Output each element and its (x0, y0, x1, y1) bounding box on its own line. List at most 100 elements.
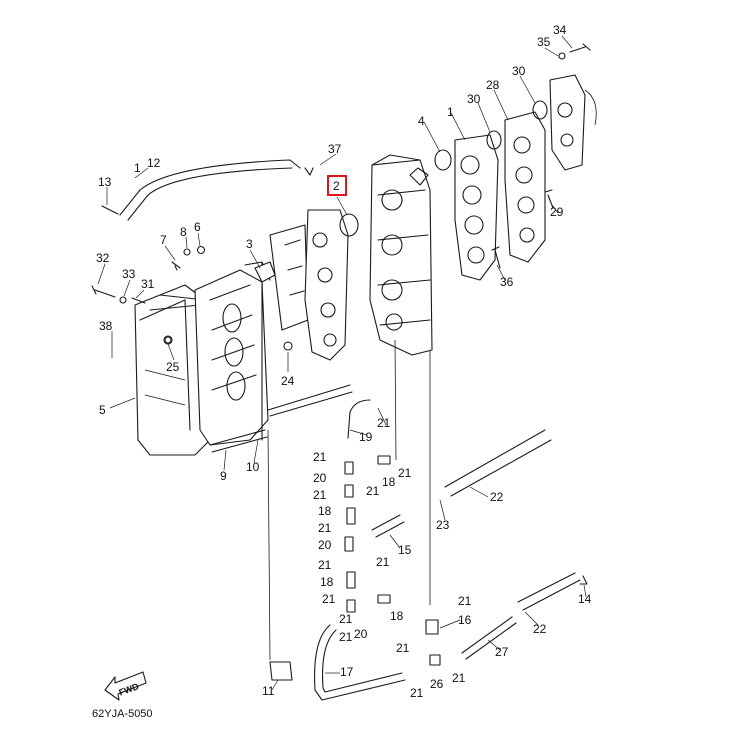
silencer-cover[interactable] (134, 284, 211, 456)
fwd-arrow: FWD (104, 671, 147, 701)
callout-18b: 18 (318, 504, 332, 518)
callout-7: 7 (160, 233, 167, 247)
leader-lines (97, 35, 587, 691)
callout-18d: 18 (390, 609, 404, 623)
callout-21f: 21 (318, 521, 332, 535)
callout-14: 14 (578, 592, 592, 606)
diagram-code: 62YJA-5050 (92, 708, 153, 720)
callout-21g: 21 (318, 558, 332, 572)
fuel-line-vertical (267, 339, 431, 661)
crankcase-flange[interactable] (549, 74, 597, 171)
callout-23: 23 (436, 518, 450, 532)
o-ring-2[interactable] (339, 213, 359, 237)
callout-27: 27 (495, 645, 509, 659)
hose-9[interactable] (209, 429, 268, 453)
o-ring-30b[interactable] (532, 100, 548, 120)
callout-30a: 30 (467, 92, 481, 106)
pin-13[interactable] (101, 205, 119, 215)
hose-12[interactable] (119, 159, 301, 221)
bolt-36[interactable] (491, 246, 501, 269)
callout-31: 31 (141, 277, 155, 291)
hose-15[interactable] (371, 514, 405, 538)
callout-21h: 21 (376, 555, 390, 569)
callout-30b: 30 (512, 64, 526, 78)
callout-21b: 21 (313, 450, 327, 464)
callout-4: 4 (418, 114, 425, 128)
callout-21k: 21 (339, 612, 353, 626)
callout-8: 8 (180, 225, 187, 239)
callout-20c: 20 (354, 627, 368, 641)
callout-21l: 21 (339, 630, 353, 644)
callout-21j: 21 (458, 594, 472, 608)
callout-1b: 1 (447, 105, 454, 119)
callout-10: 10 (246, 460, 260, 474)
screw-29[interactable] (544, 189, 554, 209)
washer-8[interactable] (183, 248, 191, 256)
nut-6[interactable] (196, 245, 206, 255)
callout-21d: 21 (366, 484, 380, 498)
joint-plate[interactable] (269, 224, 309, 331)
o-ring-30a[interactable] (486, 130, 502, 150)
hose-10[interactable] (267, 384, 353, 417)
callout-36: 36 (500, 275, 514, 289)
callout-labels: 1 12 13 7 8 6 3 32 33 31 38 25 5 24 9 10… (96, 23, 592, 700)
o-ring-4[interactable] (434, 149, 452, 171)
callout-28: 28 (486, 78, 500, 92)
callout-33: 33 (122, 267, 136, 281)
callout-18a: 18 (382, 475, 396, 489)
callout-26: 26 (430, 677, 444, 691)
callout-2-highlight[interactable]: 2 (327, 175, 347, 196)
hose-22[interactable] (444, 429, 552, 497)
carburetor-assembly[interactable] (369, 154, 433, 356)
callout-1: 1 (134, 161, 141, 175)
callout-25: 25 (166, 360, 180, 374)
callout-34: 34 (553, 23, 567, 37)
intake-manifold[interactable] (454, 134, 499, 281)
callout-15: 15 (398, 543, 412, 557)
callout-38: 38 (99, 319, 113, 333)
bolt-7[interactable] (171, 261, 181, 271)
callout-17: 17 (340, 665, 354, 679)
callout-21n: 21 (452, 671, 466, 685)
bolt-32[interactable] (91, 285, 116, 298)
callout-32: 32 (96, 251, 110, 265)
callout-35: 35 (537, 35, 551, 49)
nut-24[interactable] (283, 341, 293, 351)
callout-6: 6 (194, 220, 201, 234)
clip-37[interactable] (304, 167, 314, 176)
callout-21o: 21 (410, 686, 424, 700)
callout-20a: 20 (313, 471, 327, 485)
reed-valve-plate[interactable] (504, 111, 546, 263)
nut-25[interactable] (164, 336, 172, 344)
callout-19: 19 (359, 430, 373, 444)
callout-22a: 22 (490, 490, 504, 504)
manifold-gasket[interactable] (304, 209, 349, 361)
bracket-11[interactable] (269, 661, 293, 681)
callout-3: 3 (246, 237, 253, 251)
callout-29: 29 (550, 205, 564, 219)
washer-35[interactable] (558, 52, 566, 60)
callout-18c: 18 (320, 575, 334, 589)
callout-21a: 21 (377, 416, 391, 430)
callout-37: 37 (328, 142, 342, 156)
hose-17[interactable] (314, 624, 406, 701)
washer-33[interactable] (119, 296, 127, 304)
bolt-34[interactable] (569, 43, 591, 53)
hose-19[interactable] (347, 399, 371, 439)
callout-21e: 21 (313, 488, 327, 502)
callout-16: 16 (458, 613, 472, 627)
fittings-column[interactable] (344, 455, 441, 666)
stud-31[interactable] (131, 297, 146, 304)
callout-12: 12 (147, 156, 161, 170)
callout-22b: 22 (533, 622, 547, 636)
callout-21c: 21 (398, 466, 412, 480)
hose-22b[interactable] (517, 572, 581, 611)
callout-21m: 21 (396, 641, 410, 655)
callout-20b: 20 (318, 538, 332, 552)
clamp-14[interactable] (579, 575, 588, 585)
intake-silencer[interactable] (194, 261, 271, 446)
callout-2: 2 (333, 179, 340, 193)
hose-27[interactable] (461, 616, 517, 660)
callout-11: 11 (262, 684, 275, 698)
